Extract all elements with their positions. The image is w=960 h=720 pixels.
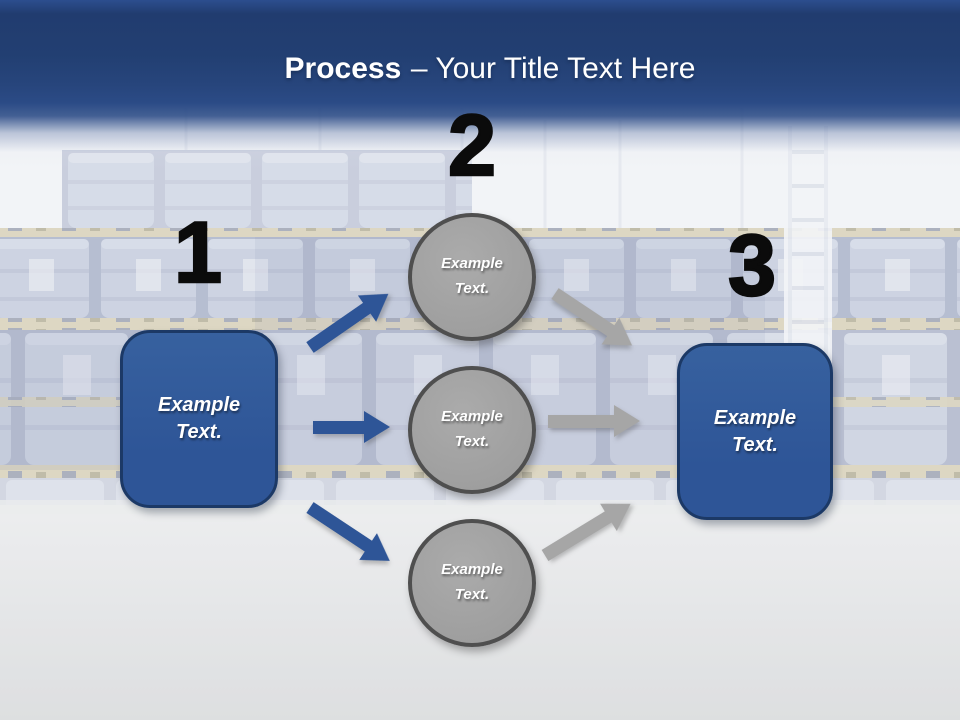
arrow-step1-to-middle-circle: [313, 420, 364, 434]
step-number-3: 3: [727, 218, 777, 314]
arrow-middle-circle-to-step3: [548, 414, 614, 428]
process-circle-middle: Example Text.: [408, 366, 536, 494]
title-emphasis: Process: [284, 52, 402, 85]
process-circle-bottom-label: Example Text.: [441, 561, 503, 603]
title-band: [0, 0, 960, 170]
step-number-1: 1: [173, 205, 223, 301]
process-circle-top: Example Text.: [408, 213, 536, 341]
process-circle-middle-label: Example Text.: [441, 408, 503, 450]
process-box-step1-label: Example Text.: [157, 394, 241, 443]
process-box-step3-label: Example Text.: [713, 406, 797, 456]
slide-title: Process– Your Title Text Here: [0, 51, 960, 87]
step-number-2: 2: [447, 98, 497, 194]
process-circle-bottom: Example Text.: [408, 519, 536, 647]
process-box-step1: Example Text.: [120, 330, 278, 508]
title-subtitle: – Your Title Text Here: [410, 52, 696, 85]
process-circle-top-label: Example Text.: [441, 255, 503, 297]
process-box-step3: Example Text.: [677, 343, 833, 520]
